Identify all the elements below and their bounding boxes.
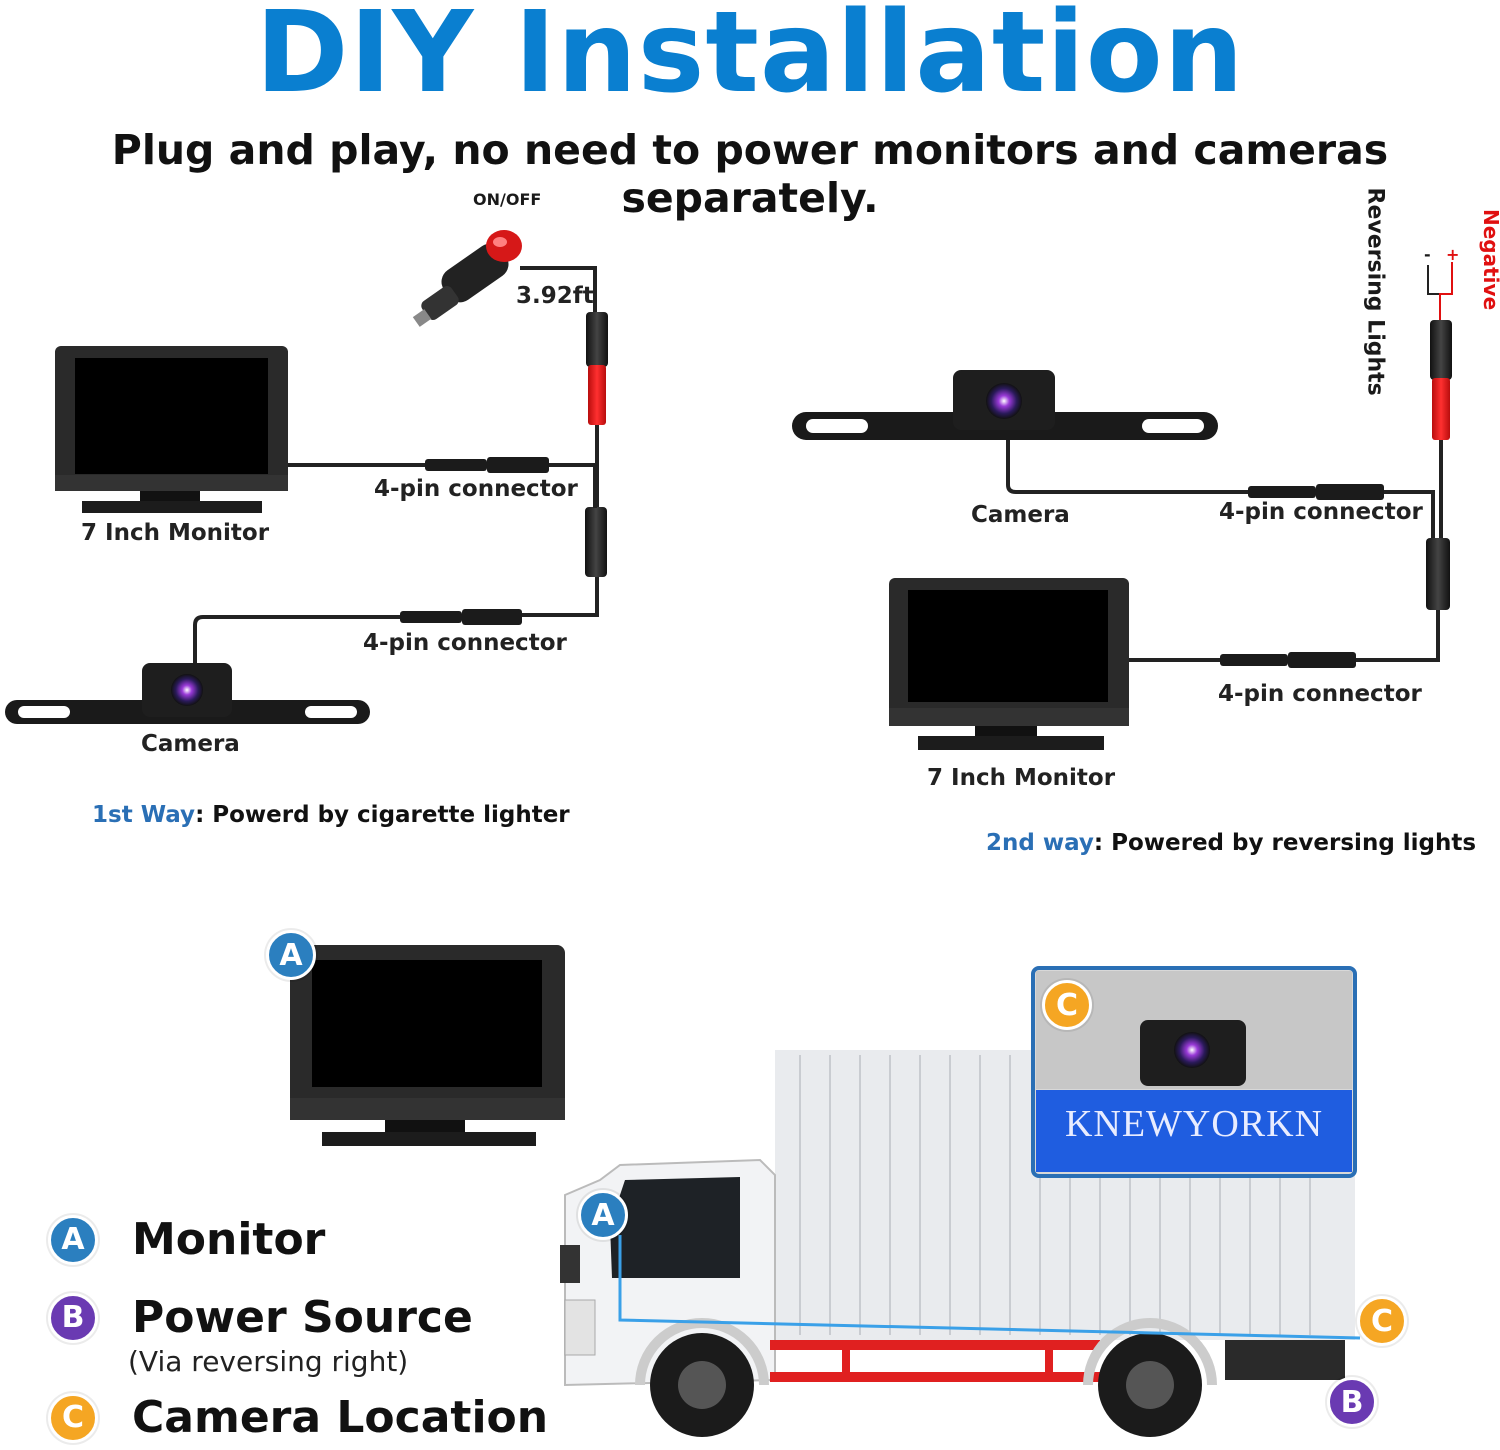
cigarette-lighter-plug-icon — [412, 230, 522, 327]
legend-label: Camera Location — [132, 1392, 549, 1443]
legend-item-power-source: B Power Source — [48, 1292, 473, 1343]
monitor-icon — [889, 578, 1129, 750]
red-connector-icon — [588, 365, 606, 425]
connector-plug-icon — [1248, 486, 1316, 498]
legend-badge-b: B — [48, 1292, 98, 1343]
way1-caption-text: : Powerd by cigarette lighter — [195, 802, 570, 828]
way1-caption: 1st Way: Powerd by cigarette lighter — [92, 802, 570, 828]
connector-socket-icon — [1316, 484, 1384, 500]
reversing-lights-label: Reversing Lights — [1362, 187, 1388, 396]
dc-plug-icon — [586, 312, 608, 367]
connector-label: 4-pin connector — [1219, 499, 1423, 525]
monitor-label: 7 Inch Monitor — [927, 765, 1116, 791]
truck-illustration — [560, 1050, 1361, 1437]
plus-label: + — [1446, 245, 1460, 264]
switch-label: ON/OFF — [473, 190, 542, 209]
license-plate-text: KNEWYORKN — [1064, 1103, 1324, 1145]
truck-badge-c: C — [1357, 1296, 1407, 1346]
way1-caption-highlight: 1st Way — [92, 802, 196, 828]
legend-label: Monitor — [132, 1214, 326, 1265]
page-title: DIY Installation — [255, 0, 1245, 118]
connector-socket-icon — [462, 609, 522, 625]
inset-badge-c: C — [1042, 980, 1092, 1030]
truck-badge-b: B — [1327, 1377, 1377, 1427]
reversing-lights-terminal-icon — [1427, 262, 1453, 320]
page-subtitle: Plug and play, no need to power monitors… — [111, 126, 1389, 222]
camera-label: Camera — [971, 502, 1070, 528]
way2-caption: 2nd way: Powered by reversing lights — [986, 830, 1476, 856]
minus-label: - — [1424, 245, 1431, 264]
splitter-icon — [585, 507, 607, 577]
connector-label: 4-pin connector — [374, 476, 578, 502]
monitor-badge-a: A — [266, 930, 316, 980]
legend-sublabel: (Via reversing right) — [128, 1345, 409, 1378]
legend-badge-a: A — [48, 1214, 98, 1265]
connector-label: 4-pin connector — [1218, 681, 1422, 707]
legend-label: Power Source — [132, 1292, 473, 1343]
license-plate-camera-icon — [792, 370, 1218, 440]
connector-label: 4-pin connector — [363, 630, 567, 656]
connector-socket-icon — [487, 457, 549, 473]
monitor-label: 7 Inch Monitor — [81, 520, 270, 546]
monitor-icon — [290, 945, 565, 1146]
dc-plug-icon — [1430, 320, 1452, 380]
legend-item-camera-location: C Camera Location — [48, 1392, 548, 1443]
way2-caption-highlight: 2nd way — [986, 830, 1094, 856]
monitor-icon — [55, 346, 288, 513]
connector-plug-icon — [1220, 654, 1288, 666]
connector-plug-icon — [400, 611, 462, 623]
legend-badge-c: C — [48, 1392, 98, 1443]
legend-item-monitor: A Monitor — [48, 1214, 325, 1265]
red-connector-icon — [1432, 378, 1450, 440]
camera-label: Camera — [141, 731, 240, 757]
way2-caption-text: : Powered by reversing lights — [1093, 830, 1477, 856]
negative-label: Negative — [1479, 209, 1500, 311]
license-plate-camera-icon — [5, 663, 370, 724]
truck-badge-a: A — [578, 1190, 628, 1240]
connector-socket-icon — [1288, 652, 1356, 668]
connector-plug-icon — [425, 459, 487, 471]
camera-location-inset — [1031, 966, 1357, 1178]
cable-length-label: 3.92ft — [516, 283, 594, 309]
splitter-icon — [1426, 538, 1450, 610]
